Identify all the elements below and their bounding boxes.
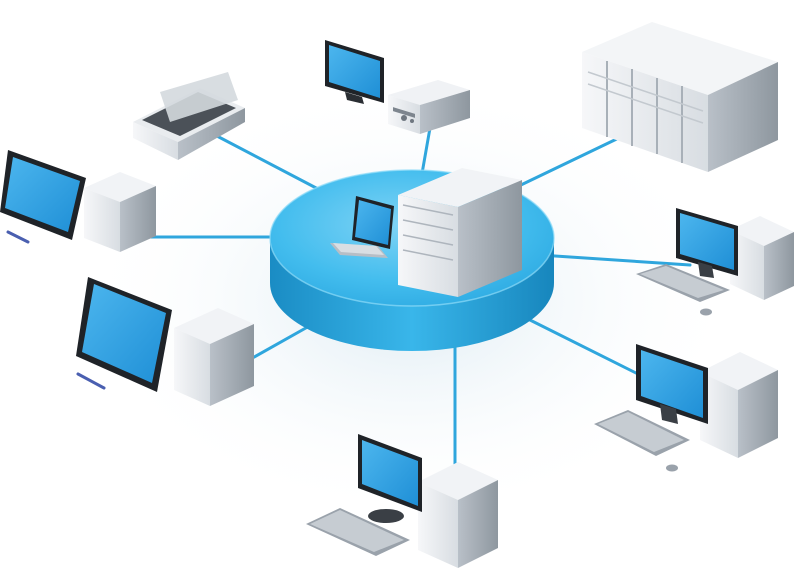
server-rack-icon xyxy=(582,22,778,172)
workstation-left-bottom[interactable] xyxy=(76,277,254,406)
tv-with-receiver-icon xyxy=(325,40,470,134)
laptop-icon xyxy=(330,196,394,258)
link-scanner xyxy=(213,133,322,192)
desktop-pc-with-keyboard-icon xyxy=(306,434,498,568)
desktop-pc-with-keyboard-icon xyxy=(594,344,778,472)
tv-media-player[interactable] xyxy=(325,40,470,134)
central-hub[interactable] xyxy=(269,168,555,351)
desktop-pc-with-keyboard-icon xyxy=(636,208,794,316)
hub-top-rim xyxy=(269,169,555,307)
desktop-pc-with-monitor-icon xyxy=(76,277,254,406)
workstation-right-bottom[interactable] xyxy=(594,344,778,472)
server-rack[interactable] xyxy=(582,22,778,172)
desktop-pc-with-monitor-icon xyxy=(0,150,156,252)
workstation-bottom[interactable] xyxy=(306,434,498,568)
flatbed-scanner[interactable] xyxy=(133,72,245,160)
workstation-left-top[interactable] xyxy=(0,150,156,252)
server-tower-icon xyxy=(398,168,522,297)
link-right-top xyxy=(538,253,692,267)
scanner-icon xyxy=(133,72,245,160)
workstation-right-top[interactable] xyxy=(636,208,794,316)
